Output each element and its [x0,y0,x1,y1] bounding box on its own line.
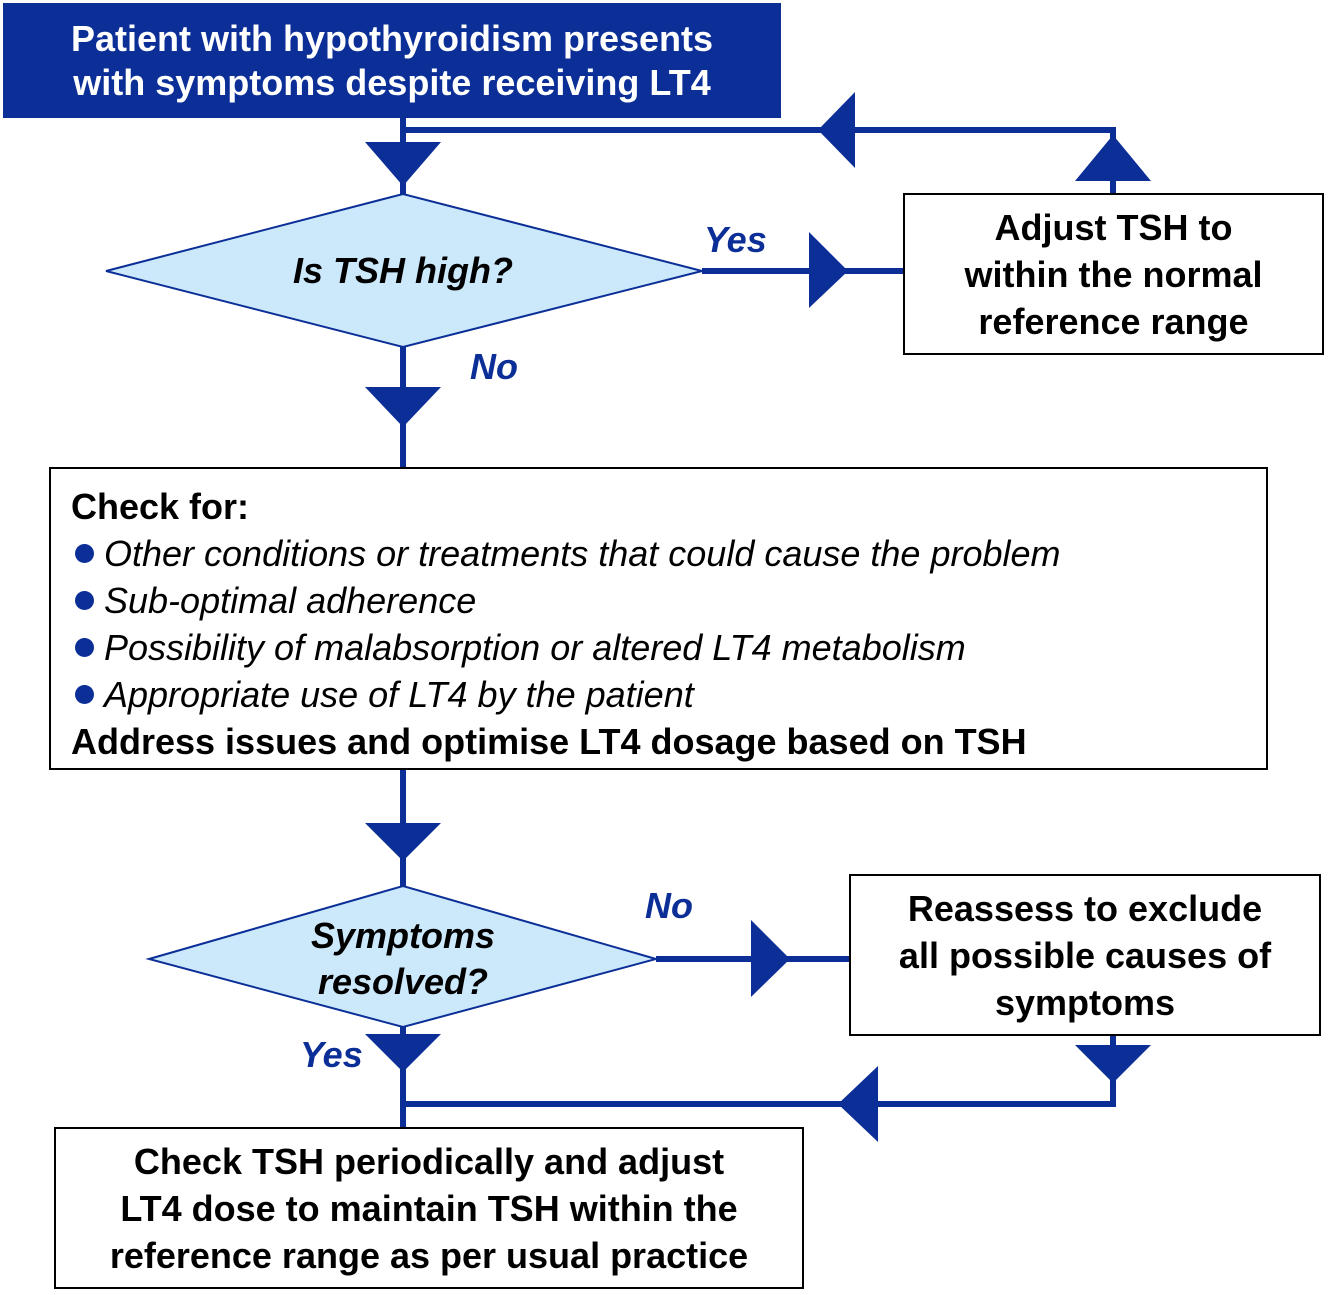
arrowhead-right-1 [809,232,848,308]
check-item-text: Appropriate use of LT4 by the patient [104,674,694,715]
check-list: Other conditions or treatments that coul… [71,530,1266,718]
check-item: Possibility of malabsorption or altered … [71,624,1266,671]
arrowhead-left-2 [838,1066,878,1142]
adjust-line-2: within the normal [964,253,1263,295]
adjust-tsh-box: Adjust TSH to within the normal referenc… [903,193,1324,355]
arrowhead-up-1 [1075,135,1151,181]
adjust-line-1: Adjust TSH to [994,206,1233,248]
start-line-1: Patient with hypothyroidism presents [70,17,714,59]
symptoms-no-label: No [645,885,693,926]
arrowhead-down-1 [365,142,441,186]
check-heading: Check for: [71,486,250,527]
check-item: Sub-optimal adherence [71,577,1266,624]
decision-symptoms-line-2: resolved? [317,961,489,1002]
reassess-line-2: all possible causes of [898,934,1272,976]
connector-reassess-loop [403,1036,1116,1107]
final-line-2: LT4 dose to maintain TSH within the [120,1187,738,1229]
bullet-icon [75,591,94,610]
check-item-text: Possibility of malabsorption or altered … [104,627,966,668]
decision-symptoms-label: Symptoms resolved? [250,913,556,1005]
bullet-icon [75,685,94,704]
tsh-no-label: No [470,346,518,387]
arrowhead-down-2 [365,387,441,427]
check-footer: Address issues and optimise LT4 dosage b… [71,721,1027,762]
start-line-2: with symptoms despite receiving LT4 [73,61,711,103]
decision-diamond-tsh [105,192,703,349]
arrowhead-down-3 [365,823,441,861]
bullet-icon [75,638,94,657]
adjust-line-3: reference range [978,300,1249,342]
reassess-box: Reassess to exclude all possible causes … [849,874,1321,1036]
bullet-icon [75,544,94,563]
final-line-3: reference range as per usual practice [109,1234,749,1276]
final-line-1: Check TSH periodically and adjust [133,1140,725,1182]
decision-symptoms-line-1: Symptoms [310,915,496,956]
check-item: Appropriate use of LT4 by the patient [71,671,1266,718]
check-for-box: Check for: Other conditions or treatment… [49,467,1268,770]
tsh-yes-label: Yes [704,219,767,260]
check-item-text: Sub-optimal adherence [104,580,477,621]
check-item-text: Other conditions or treatments that coul… [104,533,1061,574]
reassess-line-3: symptoms [994,981,1176,1023]
arrowhead-right-2 [751,920,790,997]
final-box: Check TSH periodically and adjust LT4 do… [54,1127,804,1289]
start-box: Patient with hypothyroidism presents wit… [3,3,781,118]
arrowhead-down-5 [365,1034,441,1072]
connector-adjust-loop [403,127,1116,193]
check-item: Other conditions or treatments that coul… [71,530,1266,577]
reassess-line-1: Reassess to exclude [907,887,1263,929]
decision-diamond-symptoms [145,884,660,1029]
decision-tsh-label: Is TSH high? [293,250,513,291]
arrowhead-left-1 [818,92,855,168]
arrowhead-down-4 [1075,1045,1151,1083]
symptoms-yes-label: Yes [300,1034,363,1075]
